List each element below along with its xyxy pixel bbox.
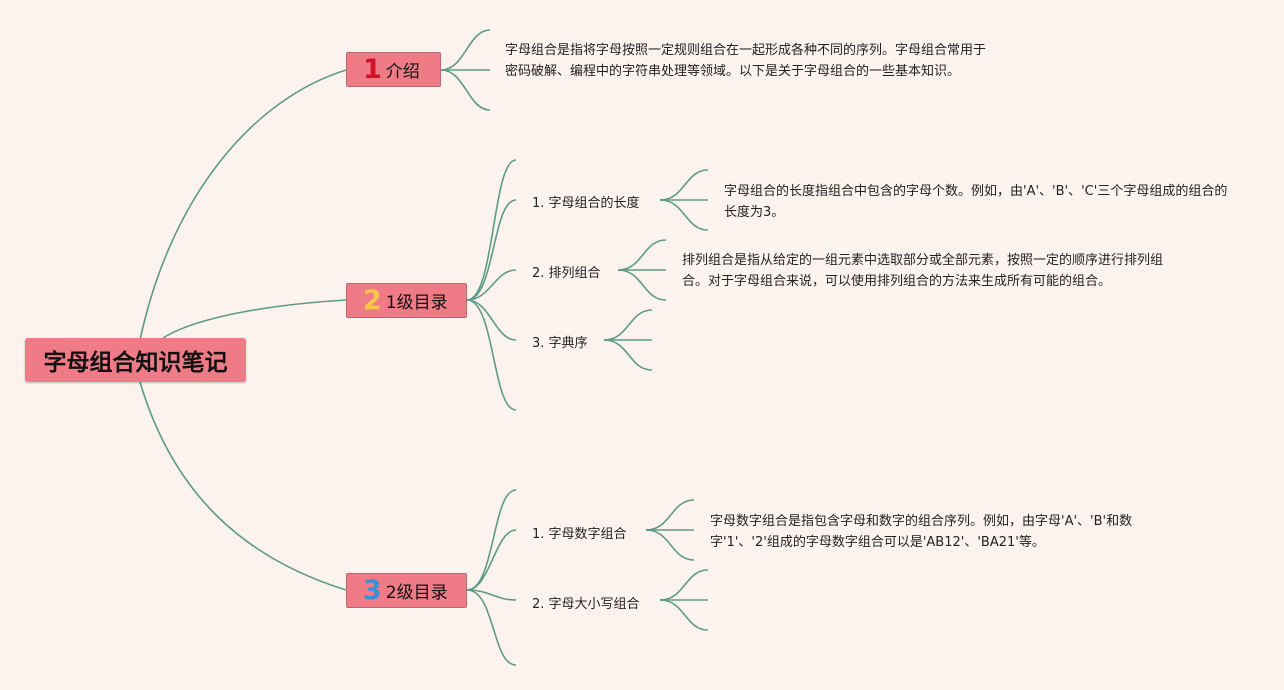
root-title: 字母组合知识笔记 [43,350,228,376]
subtopic-alphanumeric[interactable]: 1. 字母数字组合 [532,527,627,542]
subtopic-letter-case[interactable]: 2. 字母大小写组合 [532,597,640,612]
branch-number: 3 [363,575,382,606]
subtopic-alphanumeric-description: 字母数字组合是指包含字母和数字的组合序列。例如，由字母'A'、'B'和数字'1'… [710,514,1133,550]
intro-description: 字母组合是指将字母按照一定规则组合在一起形成各种不同的序列。字母组合常用于密码破… [505,43,987,79]
branch-number: 1 [363,54,382,85]
subtopic-length-description: 字母组合的长度指组合中包含的字母个数。例如，由'A'、'B'、'C'三个字母组成… [724,184,1228,220]
subtopic-length[interactable]: 1. 字母组合的长度 [532,196,640,211]
branch-label: 介绍 [385,62,420,82]
branch-level2[interactable]: 3 2级目录 [346,573,467,608]
branch-level1[interactable]: 2 1级目录 [346,283,467,318]
subtopic-permutation-description: 排列组合是指从给定的一组元素中选取部分或全部元素，按照一定的顺序进行排列组合。对… [682,253,1164,289]
subtopic-lexicographic[interactable]: 3. 字典序 [532,336,588,351]
root-topic[interactable]: 字母组合知识笔记 [25,338,246,382]
subtopic-permutation[interactable]: 2. 排列组合 [532,266,601,281]
branch-label: 1级目录 [385,293,448,313]
branch-label: 2级目录 [385,583,448,603]
branch-intro[interactable]: 1 介绍 [346,52,441,87]
branch-number: 2 [363,285,382,316]
